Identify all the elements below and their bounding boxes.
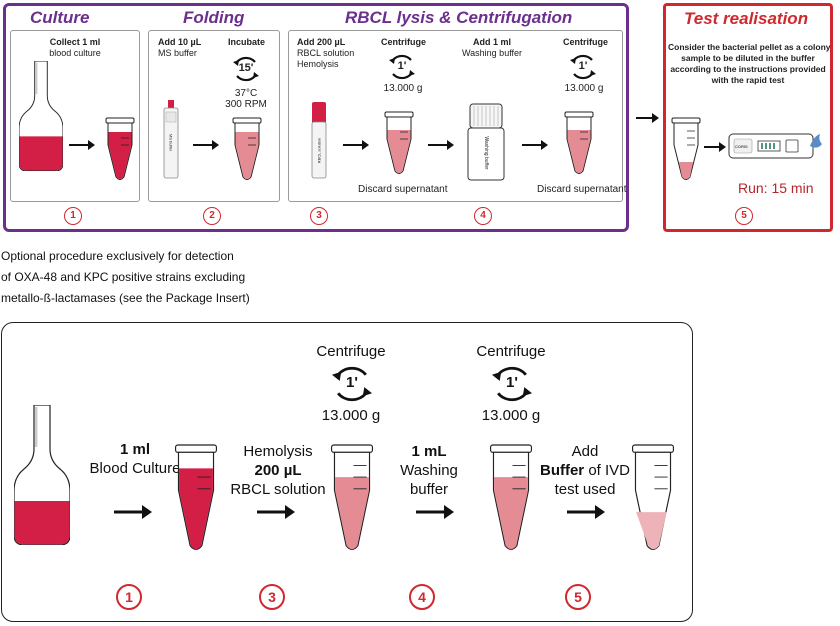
main-workflow-frame xyxy=(3,3,629,232)
optional-note-line-1: Optional procedure exclusively for detec… xyxy=(1,249,234,263)
incubate-temp: 37°C xyxy=(234,88,258,99)
arrow-icon xyxy=(257,505,295,519)
centrifuge-icon xyxy=(492,366,532,402)
test-title: Test realisation xyxy=(684,9,809,28)
centrifuge-icon xyxy=(389,54,415,80)
rbcl-solution-tube-icon xyxy=(311,102,327,179)
tube-pink-icon xyxy=(489,444,533,550)
centrifuge-2-time: 1' xyxy=(506,374,518,391)
timer-icon xyxy=(233,56,259,82)
test-realisation-frame xyxy=(663,3,833,232)
device-brand: CORIS xyxy=(735,144,748,149)
optional-note-line-3: metallo-ß-lactamases (see the Package In… xyxy=(1,291,250,305)
optional-procedure-frame xyxy=(1,322,693,622)
tube-pink-icon xyxy=(384,111,414,174)
centrifuge-1-label: Centrifuge xyxy=(316,343,386,360)
centrifuge-2-g: 13.000 g xyxy=(481,407,541,424)
centrifuge-1-g: 13.000 g xyxy=(383,83,423,94)
arrow-icon xyxy=(416,505,454,519)
incubate-time: 15' xyxy=(238,62,254,74)
centrifuge-2-g: 13.000 g xyxy=(564,83,604,94)
washing-buffer-bottle-icon xyxy=(467,103,505,181)
folding-title: Folding xyxy=(183,8,245,27)
arrow-icon xyxy=(704,142,726,152)
tube-blood-icon xyxy=(105,117,135,180)
incubate-rpm: 300 RPM xyxy=(225,99,267,110)
discard-supernatant-1: Discard supernatant xyxy=(358,184,448,195)
step-5-badge: 5 xyxy=(735,207,753,225)
arrow-icon xyxy=(522,140,548,150)
tube-blood-icon xyxy=(174,444,218,550)
rbcl-solution-tube-label: RBCL solution xyxy=(316,137,322,164)
centrifuge-icon xyxy=(570,54,596,80)
arrow-icon xyxy=(343,140,369,150)
centrifuge-2-label: Centrifuge xyxy=(476,343,546,360)
washing-buffer-bottle-label: Washing buffer xyxy=(483,136,489,170)
tube-pink-icon xyxy=(232,117,262,180)
tube-buffer-icon xyxy=(631,444,675,550)
blood-culture-bottle-icon xyxy=(19,46,63,186)
incubate-label: Incubate xyxy=(228,37,266,47)
tube-pellet-icon xyxy=(671,117,701,180)
optional-note-line-2: of OXA-48 and KPC positive strains exclu… xyxy=(1,270,246,284)
test-description: Consider the bacterial pellet as a colon… xyxy=(668,42,831,85)
tube-pink-icon xyxy=(564,111,594,174)
arrow-icon xyxy=(567,505,605,519)
step-2-badge: 2 xyxy=(203,207,221,225)
bottom-step-3-badge: 3 xyxy=(259,584,285,610)
bottom-step-5-badge: 5 xyxy=(565,584,591,610)
centrifuge-1-g: 13.000 g xyxy=(321,407,381,424)
centrifuge-2-time: 1' xyxy=(578,60,588,72)
culture-title: Culture xyxy=(30,8,90,27)
arrow-icon xyxy=(193,140,219,150)
centrifuge-2-label: Centrifuge xyxy=(563,37,608,47)
step-3-badge: 3 xyxy=(310,207,328,225)
centrifuge-1-time: 1' xyxy=(397,60,407,72)
step-4-badge: 4 xyxy=(474,207,492,225)
rbcl-title: RBCL lysis & Centrifugation xyxy=(345,8,573,27)
ms-buffer-tube-label: MS buffer xyxy=(168,133,174,152)
centrifuge-1-label: Centrifuge xyxy=(381,37,426,47)
centrifuge-1-time: 1' xyxy=(346,374,358,391)
arrow-icon xyxy=(428,140,454,150)
discard-supernatant-2: Discard supernatant xyxy=(537,184,627,195)
blood-culture-bottle-icon xyxy=(14,404,70,546)
run-time: Run: 15 min xyxy=(738,180,814,196)
arrow-to-test-icon xyxy=(636,113,659,123)
arrow-icon xyxy=(69,140,95,150)
ms-buffer-tube-icon xyxy=(163,100,179,179)
bottom-step-4-badge: 4 xyxy=(409,584,435,610)
tube-pink-icon xyxy=(330,444,374,550)
rapid-test-device-icon xyxy=(728,133,822,159)
step-1-badge: 1 xyxy=(64,207,82,225)
centrifuge-icon xyxy=(332,366,372,402)
bottom-step-1-badge: 1 xyxy=(116,584,142,610)
arrow-icon xyxy=(114,505,152,519)
